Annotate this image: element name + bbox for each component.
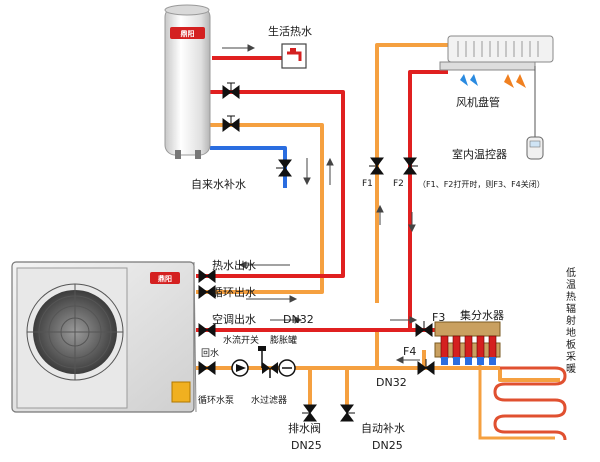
hot-pipes <box>196 56 470 332</box>
label-ac-water-out: 空调出水 <box>212 313 256 326</box>
valve-tank-top <box>222 82 240 99</box>
label-expansion-tank: 膨胀罐 <box>270 336 298 346</box>
label-fan-coil: 风机盘管 <box>456 96 500 109</box>
label-return-water: 回水 <box>201 349 220 359</box>
label-f1: F1 <box>362 179 373 189</box>
unit-logo-text: 鼎阳 <box>158 274 172 283</box>
flow-switch-icon <box>258 346 266 368</box>
valve-f1 <box>369 157 384 175</box>
outdoor-heat-pump-unit: 鼎阳 <box>11 261 197 413</box>
label-dn25-left: DN25 <box>291 439 322 452</box>
label-hot-water-life: 生活热水 <box>268 25 312 38</box>
fan-coil-unit <box>439 35 554 137</box>
circulation-pump-icon <box>231 359 249 377</box>
label-tap-water-makeup: 自来水补水 <box>191 178 246 191</box>
valve-return-unit <box>198 361 216 375</box>
thermostat-icon <box>526 136 544 160</box>
valve-drain <box>302 404 317 422</box>
hot-water-tank: 鼎阳 <box>164 4 211 159</box>
expansion-tank-icon <box>278 359 296 377</box>
tank-logo-text: 鼎阳 <box>181 29 195 38</box>
label-dn32-bottom: DN32 <box>376 376 407 389</box>
label-f3: F3 <box>432 311 446 324</box>
valve-circ-out-unit <box>198 285 216 299</box>
valve-tank-mid <box>222 115 240 132</box>
valve-hot-out-unit <box>198 269 216 283</box>
faucet-icon <box>281 43 307 69</box>
label-dn25-right: DN25 <box>372 439 403 452</box>
valve-makeup <box>276 159 292 177</box>
valves <box>198 82 435 422</box>
label-valve-note: （F1、F2打开时，则F3、F4关闭） <box>418 180 545 189</box>
floor-heating-coil <box>470 350 567 441</box>
manifold-unit <box>434 321 501 365</box>
label-f4: F4 <box>403 345 417 358</box>
label-flow-switch: 水流开关 <box>223 336 260 346</box>
label-auto-makeup: 自动补水 <box>361 422 405 435</box>
label-circ-pump: 循环水泵 <box>198 396 235 406</box>
label-manifold: 集分水器 <box>460 309 504 322</box>
label-circ-water-out: 循环出水 <box>212 286 256 299</box>
return-pipes <box>196 43 560 410</box>
water-filter-icon <box>262 362 278 378</box>
label-f2: F2 <box>393 179 404 189</box>
label-floor-heating: 低温热辐射地板采暖 <box>566 268 576 375</box>
valve-ac-out-unit <box>198 323 216 337</box>
label-thermostat: 室内温控器 <box>452 148 507 161</box>
valve-f2 <box>403 157 418 175</box>
valve-auto-makeup <box>340 404 355 422</box>
label-hot-water-out: 热水出水 <box>212 259 256 272</box>
valve-f4 <box>417 359 435 375</box>
label-dn32-top: DN32 <box>283 313 314 326</box>
label-water-filter: 水过滤器 <box>251 396 288 406</box>
label-drain-valve: 排水阀 <box>288 422 321 435</box>
flow-arrows <box>222 44 420 364</box>
valve-f3 <box>415 321 433 337</box>
